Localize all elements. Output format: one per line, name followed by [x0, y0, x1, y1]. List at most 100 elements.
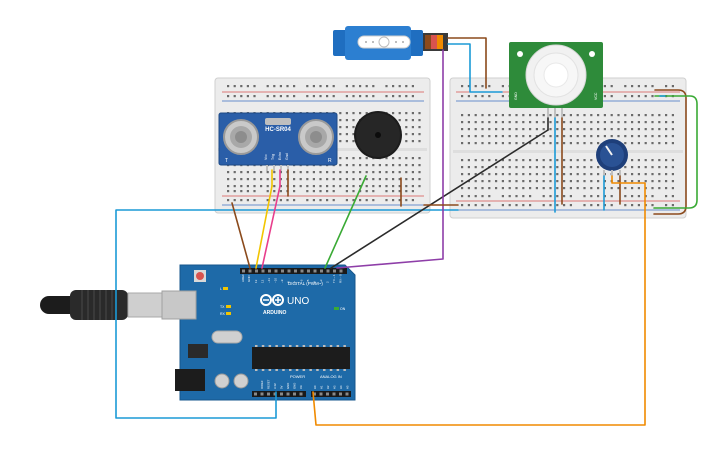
- rail-hole: [411, 95, 414, 98]
- header-pin[interactable]: [267, 392, 270, 396]
- terminal-hole: [535, 142, 538, 145]
- terminal-hole: [617, 121, 620, 124]
- header-pin[interactable]: [274, 269, 278, 273]
- digital-pin-label: ~6: [300, 279, 304, 283]
- header-pin[interactable]: [293, 392, 296, 396]
- terminal-hole: [651, 159, 654, 162]
- terminal-hole: [488, 173, 491, 176]
- rail-hole: [467, 95, 470, 98]
- rail-hole: [312, 85, 315, 88]
- power-header-label: POWER: [290, 374, 305, 379]
- terminal-hole: [332, 185, 335, 188]
- rail-hole: [352, 95, 355, 98]
- digital-header-label: DIGITAL (PWM~): [288, 281, 323, 286]
- rail-hole: [631, 195, 634, 198]
- header-pin[interactable]: [319, 392, 323, 396]
- terminal-hole: [535, 121, 538, 124]
- terminal-hole: [385, 157, 388, 160]
- rail-hole: [590, 204, 593, 207]
- chip-pin: [282, 369, 285, 371]
- terminal-hole: [563, 135, 566, 138]
- terminal-hole: [253, 171, 256, 174]
- header-pin[interactable]: [286, 392, 290, 396]
- rail-hole: [352, 199, 355, 202]
- terminal-hole: [583, 135, 586, 138]
- header-pin[interactable]: [313, 269, 317, 273]
- terminal-hole: [474, 121, 477, 124]
- terminal-hole: [495, 159, 498, 162]
- reset-button[interactable]: [196, 272, 204, 280]
- terminal-hole: [665, 173, 668, 176]
- header-pin[interactable]: [326, 392, 329, 396]
- rail-hole: [583, 195, 586, 198]
- rail-hole: [549, 195, 552, 198]
- rail-hole: [624, 95, 627, 98]
- header-pin[interactable]: [294, 269, 297, 273]
- header-pin[interactable]: [345, 392, 349, 396]
- terminal-hole: [535, 173, 538, 176]
- terminal-hole: [372, 171, 375, 174]
- rail-hole: [279, 85, 282, 88]
- terminal-hole: [529, 128, 532, 131]
- header-pin[interactable]: [339, 392, 342, 396]
- header-pin[interactable]: [313, 392, 316, 396]
- terminal-hole: [501, 159, 504, 162]
- header-pin[interactable]: [307, 269, 310, 273]
- header-pin[interactable]: [299, 392, 303, 396]
- header-pin[interactable]: [320, 269, 323, 273]
- header-pin[interactable]: [261, 269, 265, 273]
- header-pin[interactable]: [326, 269, 330, 273]
- terminal-hole: [658, 180, 661, 183]
- header-pin[interactable]: [333, 269, 336, 273]
- terminal-hole: [418, 185, 421, 188]
- terminal-hole: [658, 173, 661, 176]
- digital-pin-label: 13: [254, 279, 258, 283]
- header-pin[interactable]: [273, 392, 277, 396]
- terminal-hole: [624, 166, 627, 169]
- header-pin[interactable]: [339, 269, 343, 273]
- rail-hole: [233, 85, 236, 88]
- header-pin[interactable]: [332, 392, 336, 396]
- atmega-chip: [252, 347, 350, 369]
- rail-hole: [306, 199, 309, 202]
- wire-blue-servo-vcc: [447, 43, 503, 93]
- header-pin[interactable]: [268, 269, 271, 273]
- terminal-hole: [515, 128, 518, 131]
- terminal-hole: [405, 119, 408, 122]
- rail-hole: [286, 199, 289, 202]
- rail-hole: [240, 95, 243, 98]
- chip-pin: [255, 369, 258, 371]
- terminal-hole: [481, 135, 484, 138]
- header-pin[interactable]: [242, 269, 245, 273]
- header-pin[interactable]: [248, 269, 252, 273]
- header-pin[interactable]: [254, 392, 257, 396]
- terminal-hole: [326, 178, 329, 181]
- header-pin[interactable]: [280, 392, 283, 396]
- header-pin[interactable]: [300, 269, 304, 273]
- terminal-hole: [392, 178, 395, 181]
- terminal-hole: [385, 171, 388, 174]
- terminal-hole: [378, 178, 381, 181]
- terminal-hole: [522, 142, 525, 145]
- header-pin[interactable]: [255, 269, 258, 273]
- terminal-hole: [576, 159, 579, 162]
- on-led-label: ON: [340, 307, 346, 311]
- pin-label-gnd: Gnd: [285, 153, 289, 160]
- terminal-hole: [345, 119, 348, 122]
- rail-hole: [529, 195, 532, 198]
- terminal-hole: [474, 135, 477, 138]
- rx-led: [226, 312, 231, 315]
- terminal-hole: [240, 171, 243, 174]
- terminal-hole: [306, 178, 309, 181]
- header-pin[interactable]: [260, 392, 264, 396]
- terminal-hole: [501, 166, 504, 169]
- terminal-hole: [273, 178, 276, 181]
- header-pin[interactable]: [287, 269, 291, 273]
- terminal-hole: [293, 178, 296, 181]
- terminal-hole: [474, 114, 477, 117]
- terminal-hole: [610, 135, 613, 138]
- rail-hole: [556, 204, 559, 207]
- terminal-hole: [665, 135, 668, 138]
- rail-hole: [326, 190, 329, 193]
- header-pin[interactable]: [281, 269, 284, 273]
